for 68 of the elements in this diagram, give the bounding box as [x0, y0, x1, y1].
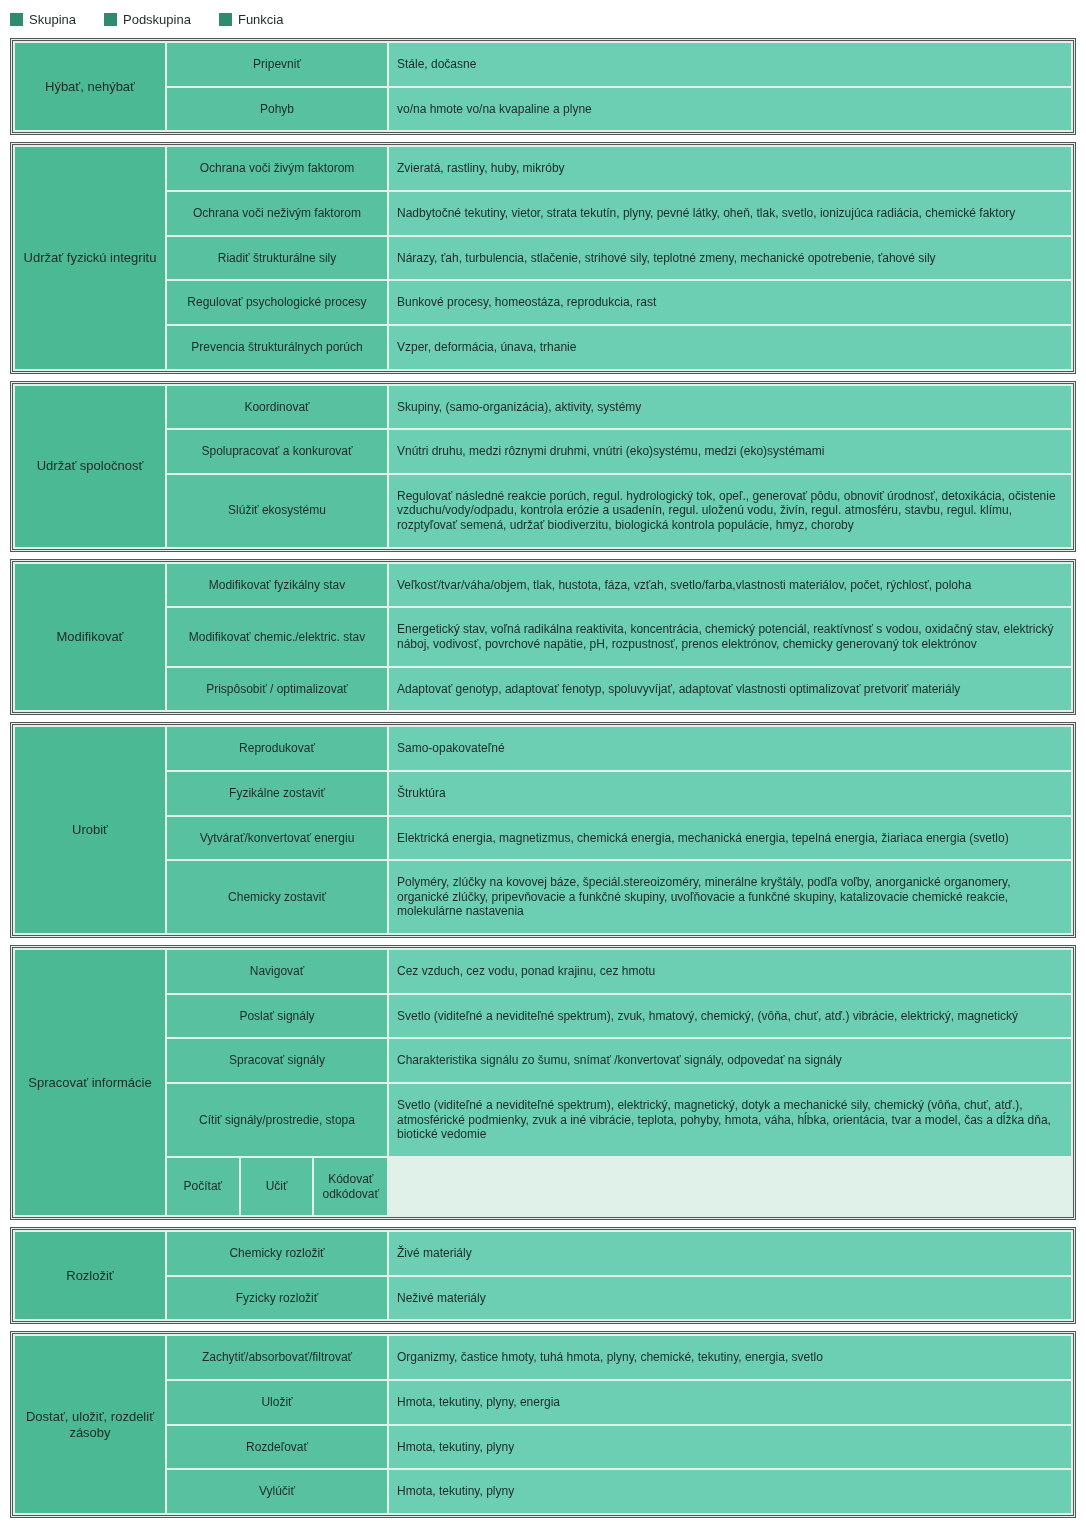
subgroup-segment: Uložiť — [167, 1381, 387, 1424]
function-segment: Svetlo (viditeľné a neviditeľné spektrum), zvuk, hmatový, chemický, (vôňa, chuť, atď.) vibrácie, elektrický, magnetický — [389, 994, 1071, 1038]
group-segment: Modifikovať — [15, 563, 165, 711]
subgroup-segment: Slúžiť ekosystému — [167, 474, 387, 547]
subgroup-segment: Počítať — [167, 1157, 239, 1216]
subgroup-segment: Rozdeľovať — [167, 1425, 387, 1469]
function-segment: Energetický stav, voľná radikálna reaktivita, koncentrácia, chemický potenciál, reaktívnosť s vodou, oxidačný stav, elektrický náboj, vodivosť, povrchové napätie, pH, rozpustnosť, prenos elektrónov, chemicky generovaný tok elektrónov — [389, 608, 1071, 666]
subgroup-segment: Vylúčiť — [167, 1470, 387, 1513]
function-segment: Stále, dočasne — [389, 43, 1071, 86]
function-segment: Veľkosť/tvar/váha/objem, tlak, hustota, fáza, vzťah, svetlo/farba,vlastnosti materiálov, počet, rýchlosť, poloha — [389, 563, 1071, 607]
legend-label: Funkcia — [237, 12, 284, 28]
subgroup-segment: Fyzicky rozložiť — [167, 1276, 387, 1320]
subgroup-segment: Pohyb — [167, 87, 387, 131]
subgroup-segment: Regulovať psychologické procesy — [167, 281, 387, 324]
function-segment: Bunkové procesy, homeostáza, reprodukcia, rast — [389, 281, 1071, 324]
subgroup-segment: Prevencia štrukturálnych porúch — [167, 325, 387, 369]
subgroup-segment: Učiť — [240, 1157, 313, 1216]
function-segment: Štruktúra — [389, 771, 1071, 815]
subgroup-segment: Riadiť štrukturálne sily — [167, 236, 387, 280]
subgroup-segment: Koordinovať — [167, 385, 387, 429]
function-segment: Živé materiály — [389, 1232, 1071, 1275]
function-segment: Polyméry, zlúčky na kovovej báze, špeciál.stereoizoméry, minerálne kryštály, podľa voľby, anorganické organomery, organické zlúčky, pripevňovacie a funkčné skupiny, uvoľňovacie a funkčné skupiny, katalizovacie chemické reakcie, molekulárne nastavenia — [389, 861, 1071, 934]
group-segment: Hýbať, nehýbať — [15, 43, 165, 131]
function-segment: Cez vzduch, cez vodu, ponad krajinu, cez hmotu — [389, 950, 1071, 993]
function-segment: Hmota, tekutiny, plyny — [389, 1425, 1071, 1469]
subgroup-segment: Ochrana voči živým faktorom — [167, 147, 387, 190]
function-segment: Elektrická energia, magnetizmus, chemická energia, mechanická energia, tepelná energia, žiariaca energia (svetlo) — [389, 816, 1071, 860]
function-segment: vo/na hmote vo/na kvapaline a plyne — [389, 87, 1071, 131]
function-segment: Neživé materiály — [389, 1276, 1071, 1320]
function-segment: Hmota, tekutiny, plyny, energia — [389, 1381, 1071, 1424]
group-segment: Urobiť — [15, 727, 165, 934]
subgroup-segment: Chemicky rozložiť — [167, 1232, 387, 1275]
function-segment: Vzper, deformácia, únava, trhanie — [389, 325, 1071, 369]
function-segment: Nárazy, ťah, turbulencia, stlačenie, strihové sily, teplotné zmeny, mechanické opotrebenie, ťahové sily — [389, 236, 1071, 280]
subgroup-segment: Poslať signály — [167, 994, 387, 1038]
function-segment: Vnútri druhu, medzi rôznymi druhmi, vnútri (eko)systému, medzi (eko)systémami — [389, 430, 1071, 473]
function-segment: Svetlo (viditeľné a neviditeľné spektrum), elektrický, magnetický, dotyk a mechanické sily, chemický (vôňa, chuť, atď.), atmosférické podmienky, zvuk a iné vibrácie, teplota, pohyby, hmota, váha, hĺbka, orientácia, tvar a model, čas a dĺžka dňa, biotické vedomie — [389, 1083, 1071, 1156]
subgroup-segment: Kódovať odkódovať — [314, 1157, 387, 1216]
function-segment: Adaptovať genotyp, adaptovať fenotyp, spoluvyvíjať, adaptovať vlastnosti optimalizovať pretvoriť materiály — [389, 667, 1071, 711]
subgroup-segment: Cítiť signály/prostredie, stopa — [167, 1083, 387, 1156]
group-segment: Dostať, uložiť, rozdeliť zásoby — [15, 1336, 165, 1513]
function-segment: Skupiny, (samo-organizácia), aktivity, systémy — [389, 385, 1071, 429]
subgroup-segment: Fyzikálne zostaviť — [167, 771, 387, 815]
function-segment: Samo-opakovateľné — [389, 727, 1071, 770]
subgroup-segment: Spolupracovať a konkurovať — [167, 430, 387, 473]
subgroup-segment: Vytvárať/konvertovať energiu — [167, 816, 387, 860]
group-segment: Spracovať informácie — [15, 950, 165, 1216]
subgroup-segment: Pripevniť — [167, 43, 387, 86]
subgroup-segment: Modifikovať chemic./elektric. stav — [167, 608, 387, 666]
function-segment: Zvieratá, rastliny, huby, mikróby — [389, 147, 1071, 190]
subgroup-segment: Chemicky zostaviť — [167, 861, 387, 934]
subgroup-segment: Spracovať signály — [167, 1039, 387, 1082]
function-segment: Charakteristika signálu zo šumu, snímať /konvertovať signály, odpovedať na signály — [389, 1039, 1071, 1082]
group-segment: Rozložiť — [15, 1232, 165, 1320]
function-segment: Organizmy, častice hmoty, tuhá hmota, plyny, chemické, tekutiny, energia, svetlo — [389, 1336, 1071, 1380]
function-segment: Nadbytočné tekutiny, vietor, strata tekutín, plyny, pevné látky, oheň, tlak, svetlo, ionizujúca radiácia, chemické faktory — [389, 191, 1071, 235]
subgroup-segment: Zachytiť/absorbovať/filtrovať — [167, 1336, 387, 1380]
legend-label: Podskupina — [123, 12, 191, 28]
function-segment: Regulovať následné reakcie porúch, regul. hydrologický tok, opeľ., generovať pôdu, obnoviť úrodnosť, detoxikácia, očistenie vzduchu/vody/odpadu, kontrola erózie a usadenín, regul. uloženú vodu, živín, regul. atmosféru, stavbu, regul. klímu, rozptyľovať semená, udržať biodiverzitu, biologická kontrola populácie, hmyz, choroby — [389, 474, 1071, 547]
group-segment: Udržať spoločnosť — [15, 385, 165, 547]
legend-label: Skupina — [29, 12, 76, 28]
subgroup-segment: Reprodukovať — [167, 727, 387, 770]
subgroup-segment: Modifikovať fyzikálny stav — [167, 563, 387, 607]
subgroup-segment: Ochrana voči neživým faktorom — [167, 191, 387, 235]
function-segment: Hmota, tekutiny, plyny — [389, 1470, 1071, 1513]
subgroup-segment: Navigovať — [167, 950, 387, 993]
group-segment: Udržať fyzickú integritu — [15, 147, 165, 369]
subgroup-segment: Prispôsobiť / optimalizovať — [167, 667, 387, 711]
